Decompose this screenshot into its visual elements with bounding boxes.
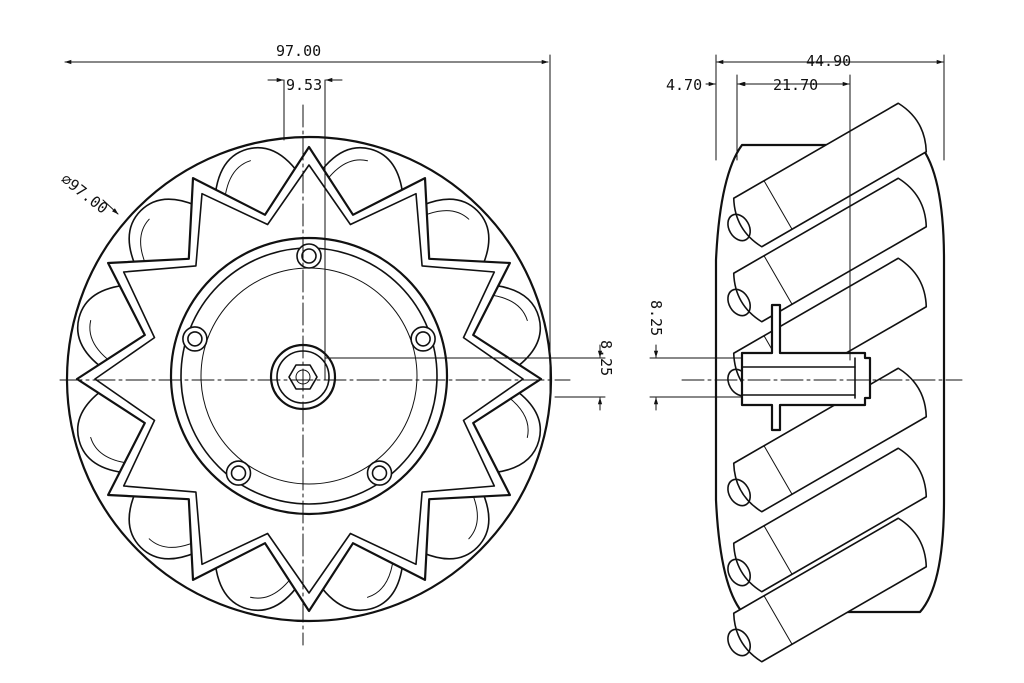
side-roller-cap (727, 288, 752, 317)
front-overall-width-label: 97.00 (276, 42, 321, 60)
side-axle-offset-label: 8.25 (647, 300, 665, 336)
mount-hole-inner (230, 465, 247, 481)
mount-hole (225, 460, 252, 486)
side-dimensions: 44.90 4.70 21.70 8.25 (647, 52, 945, 411)
side-outline (714, 143, 946, 614)
side-roller-seam (763, 180, 793, 230)
front-hub-offset-label: 9.53 (286, 76, 322, 94)
side-roller-seam (763, 525, 793, 575)
hex-bore (288, 364, 318, 390)
front-view (59, 79, 571, 646)
side-roller-cap (727, 213, 752, 242)
mount-holes (182, 243, 436, 486)
side-hub-width-label: 21.70 (773, 76, 818, 94)
hub-plate-inner-outline (94, 164, 524, 594)
side-view (681, 102, 963, 663)
side-roller (727, 517, 928, 663)
side-roller (727, 367, 928, 513)
side-roller-seam (763, 595, 793, 645)
front-axle-offset-label: 8.25 (597, 340, 615, 376)
side-roller (727, 177, 928, 323)
wheel-outline (65, 135, 553, 623)
mount-hole-inner (415, 331, 431, 347)
side-roller (727, 447, 928, 593)
diameter-leader (102, 199, 119, 215)
mount-hole-inner (301, 248, 317, 264)
side-roller-cap (727, 558, 752, 587)
mount-hole (366, 460, 393, 486)
mount-hole-inner (187, 331, 203, 347)
mount-hole (410, 326, 436, 352)
side-roller (727, 102, 928, 248)
side-overall-width-label: 44.90 (806, 52, 851, 70)
mount-hole (182, 326, 208, 352)
side-roller-seam (763, 255, 793, 305)
mount-hole (296, 243, 322, 269)
side-roller-cap (727, 628, 752, 657)
front-diameter-label: ⌀97.00 (58, 170, 112, 218)
side-roller-cap (727, 478, 752, 507)
side-rim-offset-label: 4.70 (666, 76, 702, 94)
side-roller-seam (763, 445, 793, 495)
mount-hole-inner (371, 465, 388, 481)
